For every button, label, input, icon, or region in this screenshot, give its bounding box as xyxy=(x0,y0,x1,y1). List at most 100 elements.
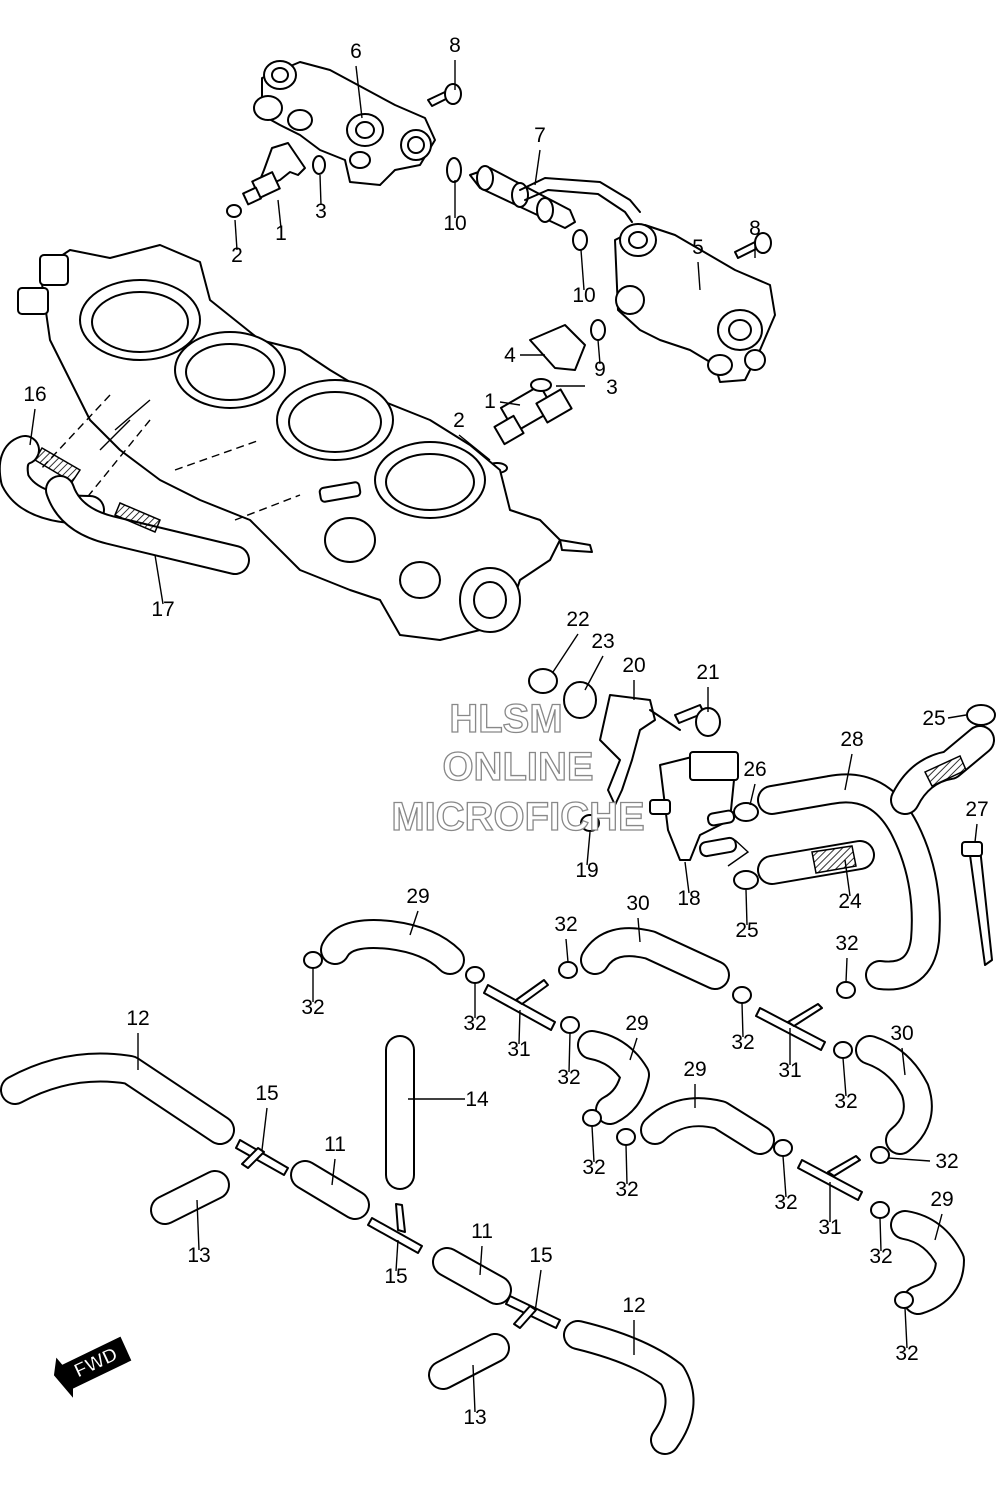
leader-line xyxy=(409,910,419,936)
callout-number: 24 xyxy=(838,890,862,913)
leader-line xyxy=(319,174,322,206)
fuel-injector-lower xyxy=(493,324,586,446)
callout-number: 20 xyxy=(622,654,645,677)
bolt-21 xyxy=(674,704,721,737)
leader-line xyxy=(741,1002,744,1038)
watermark-line-3: MICROFICHE xyxy=(391,795,644,839)
callout-32: 32 xyxy=(615,1144,639,1201)
callout-number: 32 xyxy=(869,1245,892,1268)
cushion-22 xyxy=(528,668,558,694)
leader-line xyxy=(565,938,569,963)
callout-32: 32 xyxy=(774,1155,798,1214)
callout-number: 1 xyxy=(275,222,287,245)
fuel-feed-pipe xyxy=(469,165,641,229)
leader-line xyxy=(625,1144,628,1185)
leader-line xyxy=(597,339,601,365)
callout-number: 10 xyxy=(443,212,466,235)
callout-21: 21 xyxy=(696,661,720,712)
callout-number: 2 xyxy=(453,409,465,432)
leader-line xyxy=(684,861,690,894)
callout-number: 10 xyxy=(572,284,595,307)
leader-line xyxy=(154,554,164,605)
leader-line xyxy=(782,1155,787,1198)
callout-number: 1 xyxy=(484,390,496,413)
leader-line xyxy=(261,1107,268,1151)
callout-1: 1 xyxy=(484,390,521,413)
callout-number: 6 xyxy=(350,40,362,63)
callout-number: 7 xyxy=(534,124,546,147)
callout-8: 8 xyxy=(449,34,461,90)
leader-line xyxy=(534,1269,542,1313)
callout-number: 32 xyxy=(895,1342,918,1365)
callout-14: 14 xyxy=(408,1088,489,1111)
bolt-upper xyxy=(427,83,462,107)
callout-30: 30 xyxy=(890,1022,914,1076)
hose-30b xyxy=(855,1035,933,1155)
callout-13: 13 xyxy=(187,1199,211,1267)
tie-27 xyxy=(961,841,993,966)
callout-number: 18 xyxy=(677,887,700,910)
callout-3: 3 xyxy=(315,174,327,223)
leader-line xyxy=(844,859,851,897)
callout-29: 29 xyxy=(930,1188,954,1241)
callout-29: 29 xyxy=(625,1012,649,1061)
callout-number: 3 xyxy=(606,376,618,399)
hose-12a xyxy=(0,1052,235,1145)
callout-number: 32 xyxy=(935,1150,958,1173)
o-ring-10-upper xyxy=(446,157,462,183)
callout-number: 3 xyxy=(315,200,327,223)
callout-number: 30 xyxy=(626,892,649,915)
leader-line xyxy=(904,1307,908,1349)
leader-line xyxy=(586,831,591,866)
callout-number: 25 xyxy=(735,919,758,942)
leader-line xyxy=(629,1037,638,1061)
callout-number: 16 xyxy=(23,383,46,406)
hose-29d xyxy=(890,1210,965,1315)
hose-30a xyxy=(580,927,730,990)
callout-26: 26 xyxy=(743,758,767,806)
callout-number: 12 xyxy=(622,1294,645,1317)
callout-32: 32 xyxy=(301,968,325,1019)
leader-line xyxy=(637,917,641,943)
callout-17: 17 xyxy=(151,554,175,621)
leader-line xyxy=(887,1157,931,1162)
o-ring-9 xyxy=(590,319,606,341)
callout-18: 18 xyxy=(677,861,701,910)
leader-line xyxy=(499,401,521,406)
fuel-delivery-pipe-lower xyxy=(614,223,776,383)
callout-3: 3 xyxy=(556,376,618,399)
callout-11: 11 xyxy=(471,1220,493,1276)
nut-19 xyxy=(580,814,600,832)
leader-line xyxy=(29,408,36,446)
o-ring-3-lower xyxy=(530,378,552,392)
leader-line xyxy=(568,1032,571,1073)
cushion-seal-upper xyxy=(226,204,242,218)
callout-29: 29 xyxy=(406,885,430,936)
hose-29c xyxy=(640,1097,775,1155)
callout-10: 10 xyxy=(443,180,467,235)
clamp-25-upper xyxy=(966,704,996,726)
callout-2: 2 xyxy=(231,219,243,267)
callout-32: 32 xyxy=(554,913,578,963)
callout-9: 9 xyxy=(594,339,606,381)
callout-number: 28 xyxy=(840,728,863,751)
throttle-body-assembly xyxy=(17,244,593,641)
callout-10: 10 xyxy=(572,249,596,307)
o-ring-10-lower xyxy=(572,229,588,251)
callout-number: 14 xyxy=(465,1088,489,1111)
hose-12b xyxy=(563,1320,695,1455)
leader-line xyxy=(591,1125,595,1163)
clamp-26 xyxy=(733,802,759,822)
callout-number: 30 xyxy=(890,1022,913,1045)
hose-13a xyxy=(150,1170,230,1225)
callout-number: 31 xyxy=(818,1216,841,1239)
callout-32: 32 xyxy=(835,932,859,983)
callout-11: 11 xyxy=(324,1133,346,1186)
callout-number: 9 xyxy=(594,358,606,381)
leader-line xyxy=(479,1245,483,1276)
callout-2: 2 xyxy=(453,409,491,461)
callout-number: 11 xyxy=(324,1133,346,1156)
callout-15: 15 xyxy=(384,1239,408,1288)
